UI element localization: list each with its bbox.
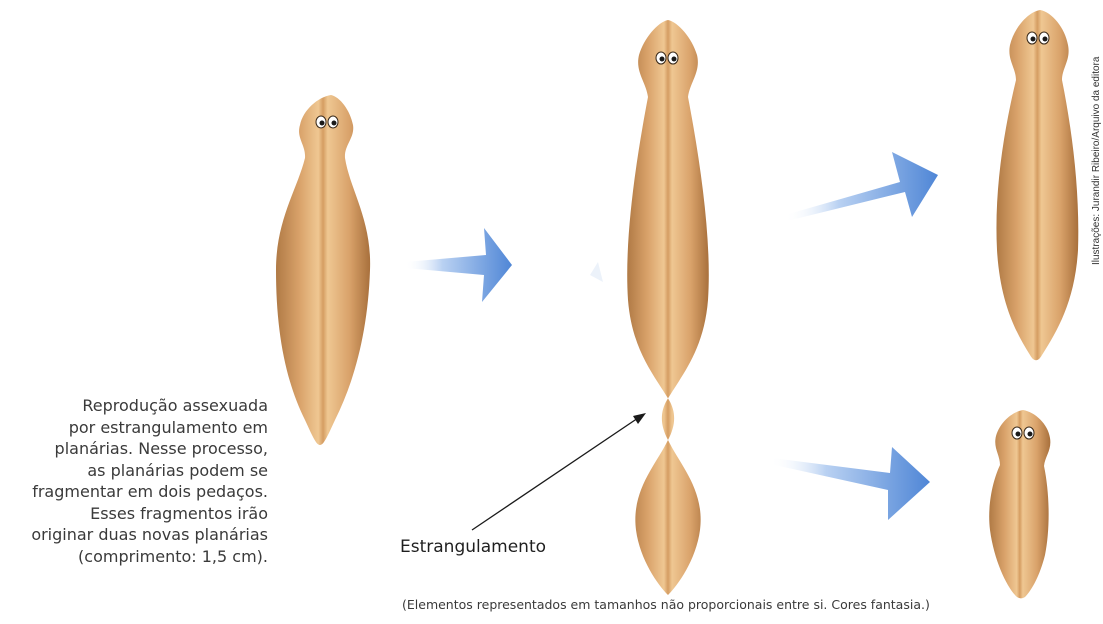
figure-caption: Reprodução assexuada por estrangulamento… xyxy=(0,395,268,567)
planaria-original xyxy=(276,95,370,445)
caption-line: Esses fragmentos irão xyxy=(0,503,268,525)
arrow-to-lower-fragment xyxy=(770,447,930,520)
footnote: (Elementos representados em tamanhos não… xyxy=(402,597,1022,612)
credit-text: Ilustrações: Jurandir Ribeiro/Arquivo da… xyxy=(1091,57,1102,265)
constriction-pointer xyxy=(472,413,646,530)
planaria-constricting xyxy=(627,20,709,595)
caption-line: por estrangulamento em xyxy=(0,417,268,439)
caption-line: fragmentar em dois pedaços. xyxy=(0,481,268,503)
planaria-new-upper xyxy=(996,10,1078,360)
planaria-new-lower xyxy=(989,410,1050,598)
caption-line: as planárias podem se xyxy=(0,460,268,482)
caption-line: planárias. Nesse processo, xyxy=(0,438,268,460)
arrow-to-upper-fragment xyxy=(785,152,938,221)
caption-line: Reprodução assexuada xyxy=(0,395,268,417)
arrow-to-constriction xyxy=(405,228,603,302)
caption-line: (comprimento: 1,5 cm). xyxy=(0,546,268,568)
caption-line: originar duas novas planárias xyxy=(0,524,268,546)
illustration-credit: Ilustrações: Jurandir Ribeiro/Arquivo da… xyxy=(1091,0,1103,265)
estrangulamento-label: Estrangulamento xyxy=(400,537,546,557)
